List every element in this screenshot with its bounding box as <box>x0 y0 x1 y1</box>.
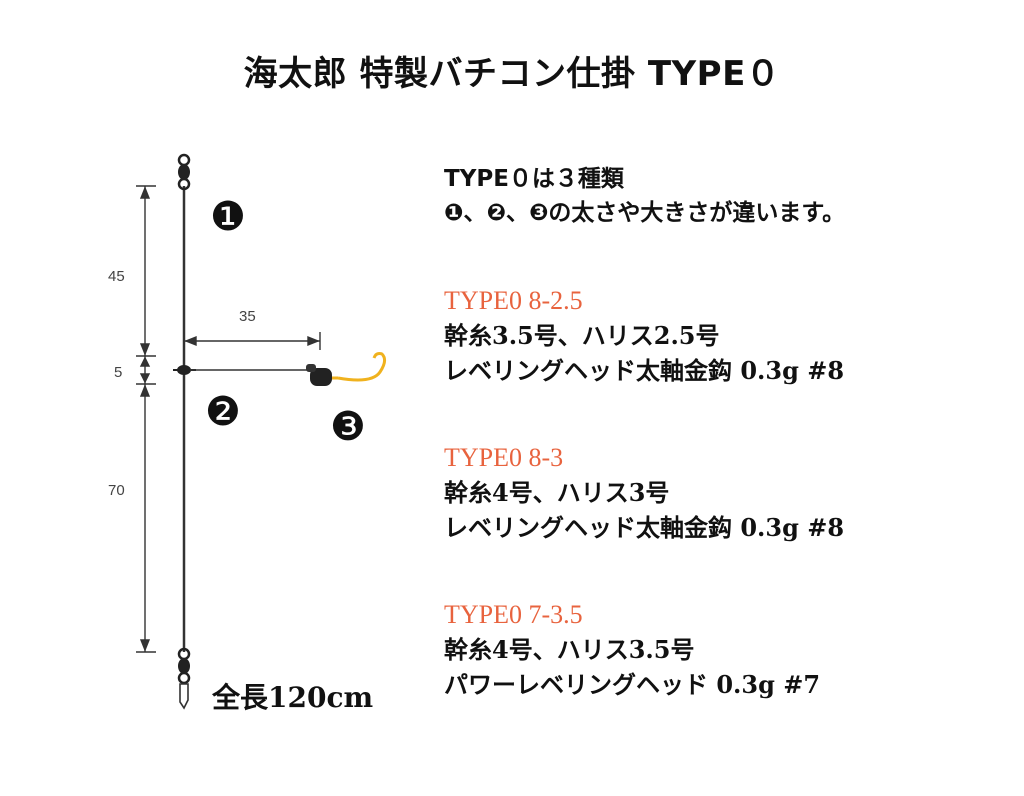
spec-name: TYPE0 8-3 <box>444 443 564 472</box>
horizontal-dimension-icon <box>183 332 321 350</box>
intro-text: TYPE０は３種類 ❶、❷、❸の太さや大きさが違います。 <box>444 162 1004 230</box>
total-length-label: 全長120cm <box>212 681 374 714</box>
marker-2: ❷ <box>205 389 241 435</box>
spec-line-2: レベリングヘッド太軸金鈎 0.3g #8 <box>444 356 845 385</box>
spec-block-1: TYPE0 8-2.5 幹糸3.5号、ハリス2.5号 レベリングヘッド太軸金鈎 … <box>444 283 1014 388</box>
marker-3: ❸ <box>330 404 366 450</box>
page-title: 海太郎 特製バチコン仕掛 TYPE０ <box>243 54 781 94</box>
dimension-junction-label: 5 <box>114 364 122 381</box>
vertical-dimension-icon <box>136 185 156 653</box>
spec-name: TYPE0 7-3.5 <box>444 600 583 629</box>
dimension-lower-label: 70 <box>108 482 125 499</box>
top-swivel-icon <box>177 153 191 191</box>
snap-icon <box>179 683 189 710</box>
spec-line-1: 幹糸3.5号、ハリス2.5号 <box>444 321 720 350</box>
spec-block-2: TYPE0 8-3 幹糸4号、ハリス3号 レベリングヘッド太軸金鈎 0.3g #… <box>444 440 1014 545</box>
intro-line-1: TYPE０は３種類 <box>444 166 624 192</box>
intro-line-2: ❶、❷、❸の太さや大きさが違います。 <box>444 200 846 226</box>
jig-hook-icon <box>306 352 387 386</box>
spec-line-2: レベリングヘッド太軸金鈎 0.3g #8 <box>444 513 845 542</box>
spec-name: TYPE0 8-2.5 <box>444 286 583 315</box>
dimension-branch-label: 35 <box>239 308 256 325</box>
marker-1: ❶ <box>210 194 246 240</box>
spec-line-1: 幹糸4号、ハリス3.5号 <box>444 635 695 664</box>
spec-line-1: 幹糸4号、ハリス3号 <box>444 478 670 507</box>
spec-line-2: パワーレベリングヘッド 0.3g #7 <box>444 670 821 699</box>
dimension-upper-label: 45 <box>108 268 125 285</box>
spec-block-3: TYPE0 7-3.5 幹糸4号、ハリス3.5号 パワーレベリングヘッド 0.3… <box>444 597 1014 702</box>
bottom-swivel-icon <box>177 647 191 685</box>
